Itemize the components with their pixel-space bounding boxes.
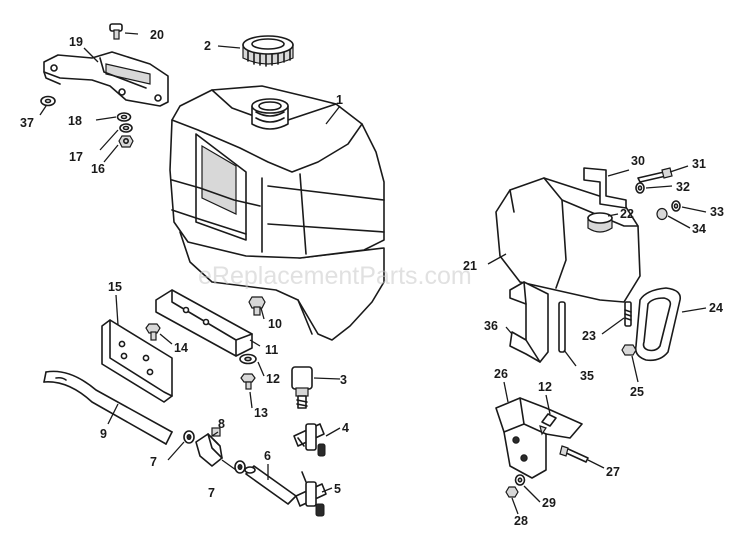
part-7-clamp-upper: [183, 430, 195, 444]
callout-15: 15: [108, 280, 122, 294]
callout-24: 24: [709, 301, 723, 315]
callout-3: 3: [340, 373, 347, 387]
part-9-fuel-hose: [43, 370, 173, 445]
callout-2: 2: [204, 39, 211, 53]
part-35-strip: [558, 301, 566, 353]
part-21-fuel-tank: [495, 177, 641, 303]
callout-9: 9: [100, 427, 107, 441]
part-19-bracket: [43, 51, 169, 107]
part-13-bolt: [240, 373, 256, 390]
part-10-bolt: [248, 296, 266, 316]
part-24-strap: [634, 287, 682, 362]
callout-22: 22: [620, 207, 634, 221]
callout-18: 18: [68, 114, 82, 128]
part-6-hose: [244, 465, 297, 505]
part-33-washer: [671, 200, 681, 212]
callout-5: 5: [334, 482, 341, 496]
callout-36: 36: [484, 319, 498, 333]
callout-27: 27: [606, 465, 620, 479]
part-23-bolt: [624, 301, 632, 327]
callout-11: 11: [265, 343, 278, 357]
callout-31: 31: [692, 157, 706, 171]
part-29-washer: [514, 474, 526, 486]
part-2-fuel-cap: [242, 35, 294, 67]
part-30-bracket: [583, 167, 627, 209]
part-25-nut: [621, 344, 637, 356]
callout-6: 6: [264, 449, 271, 463]
part-15-plate: [101, 319, 173, 403]
callout-13: 13: [254, 406, 268, 420]
callout-8: 8: [218, 417, 225, 431]
part-31-bolt: [637, 167, 673, 183]
part-17-lock-washer: [119, 123, 133, 133]
part-26-bracket: [495, 397, 583, 479]
part-28-nut: [505, 486, 519, 498]
part-37-washer: [40, 95, 56, 107]
part-34-nut: [656, 207, 668, 221]
callout-32: 32: [676, 180, 690, 194]
callout-4: 4: [342, 421, 349, 435]
callout-7-upper: 7: [150, 455, 157, 469]
leader-lines: [39, 32, 707, 515]
part-11-bracket: [155, 289, 253, 357]
callout-29: 29: [542, 496, 556, 510]
callout-34: 34: [692, 222, 706, 236]
part-36-bracket: [509, 281, 549, 363]
part-22-cap: [587, 212, 613, 233]
callout-21: 21: [463, 259, 477, 273]
callout-12-right: 12: [538, 380, 552, 394]
part-18-washer: [116, 112, 132, 122]
part-3-fitting: [291, 366, 313, 409]
callout-17: 17: [69, 150, 83, 164]
part-8-fuel-filter: [195, 427, 223, 467]
part-1-fuel-tank: [169, 85, 385, 341]
part-14-bolt: [145, 323, 161, 341]
callout-16: 16: [91, 162, 105, 176]
callout-25: 25: [630, 385, 644, 399]
callout-7-lower: 7: [208, 486, 215, 500]
callout-26: 26: [494, 367, 508, 381]
callout-35: 35: [580, 369, 594, 383]
callout-14: 14: [174, 341, 188, 355]
callout-20: 20: [150, 28, 164, 42]
callout-12-left: 12: [266, 372, 280, 386]
callout-28: 28: [514, 514, 528, 528]
callout-30: 30: [631, 154, 645, 168]
part-5-valve: [295, 471, 327, 517]
part-7-clamp-lower: [234, 460, 246, 474]
callout-10: 10: [268, 317, 282, 331]
callout-23: 23: [582, 329, 596, 343]
callout-19: 19: [69, 35, 83, 49]
part-12-washer-left: [239, 353, 257, 365]
callout-33: 33: [710, 205, 724, 219]
part-4-valve: [293, 423, 326, 457]
part-12-bolt-right: [539, 413, 557, 436]
watermark: eReplacementParts.com: [198, 262, 472, 290]
callout-1: 1: [336, 93, 343, 107]
callout-numbers: 20 2 19 1 37 18 17 16 15 10 14 11 12 13 …: [20, 28, 724, 528]
part-20-screw: [109, 23, 123, 40]
part-27-bolt: [559, 445, 589, 463]
part-16-nut: [118, 135, 134, 148]
callout-37: 37: [20, 116, 34, 130]
part-32-washer: [635, 182, 645, 194]
